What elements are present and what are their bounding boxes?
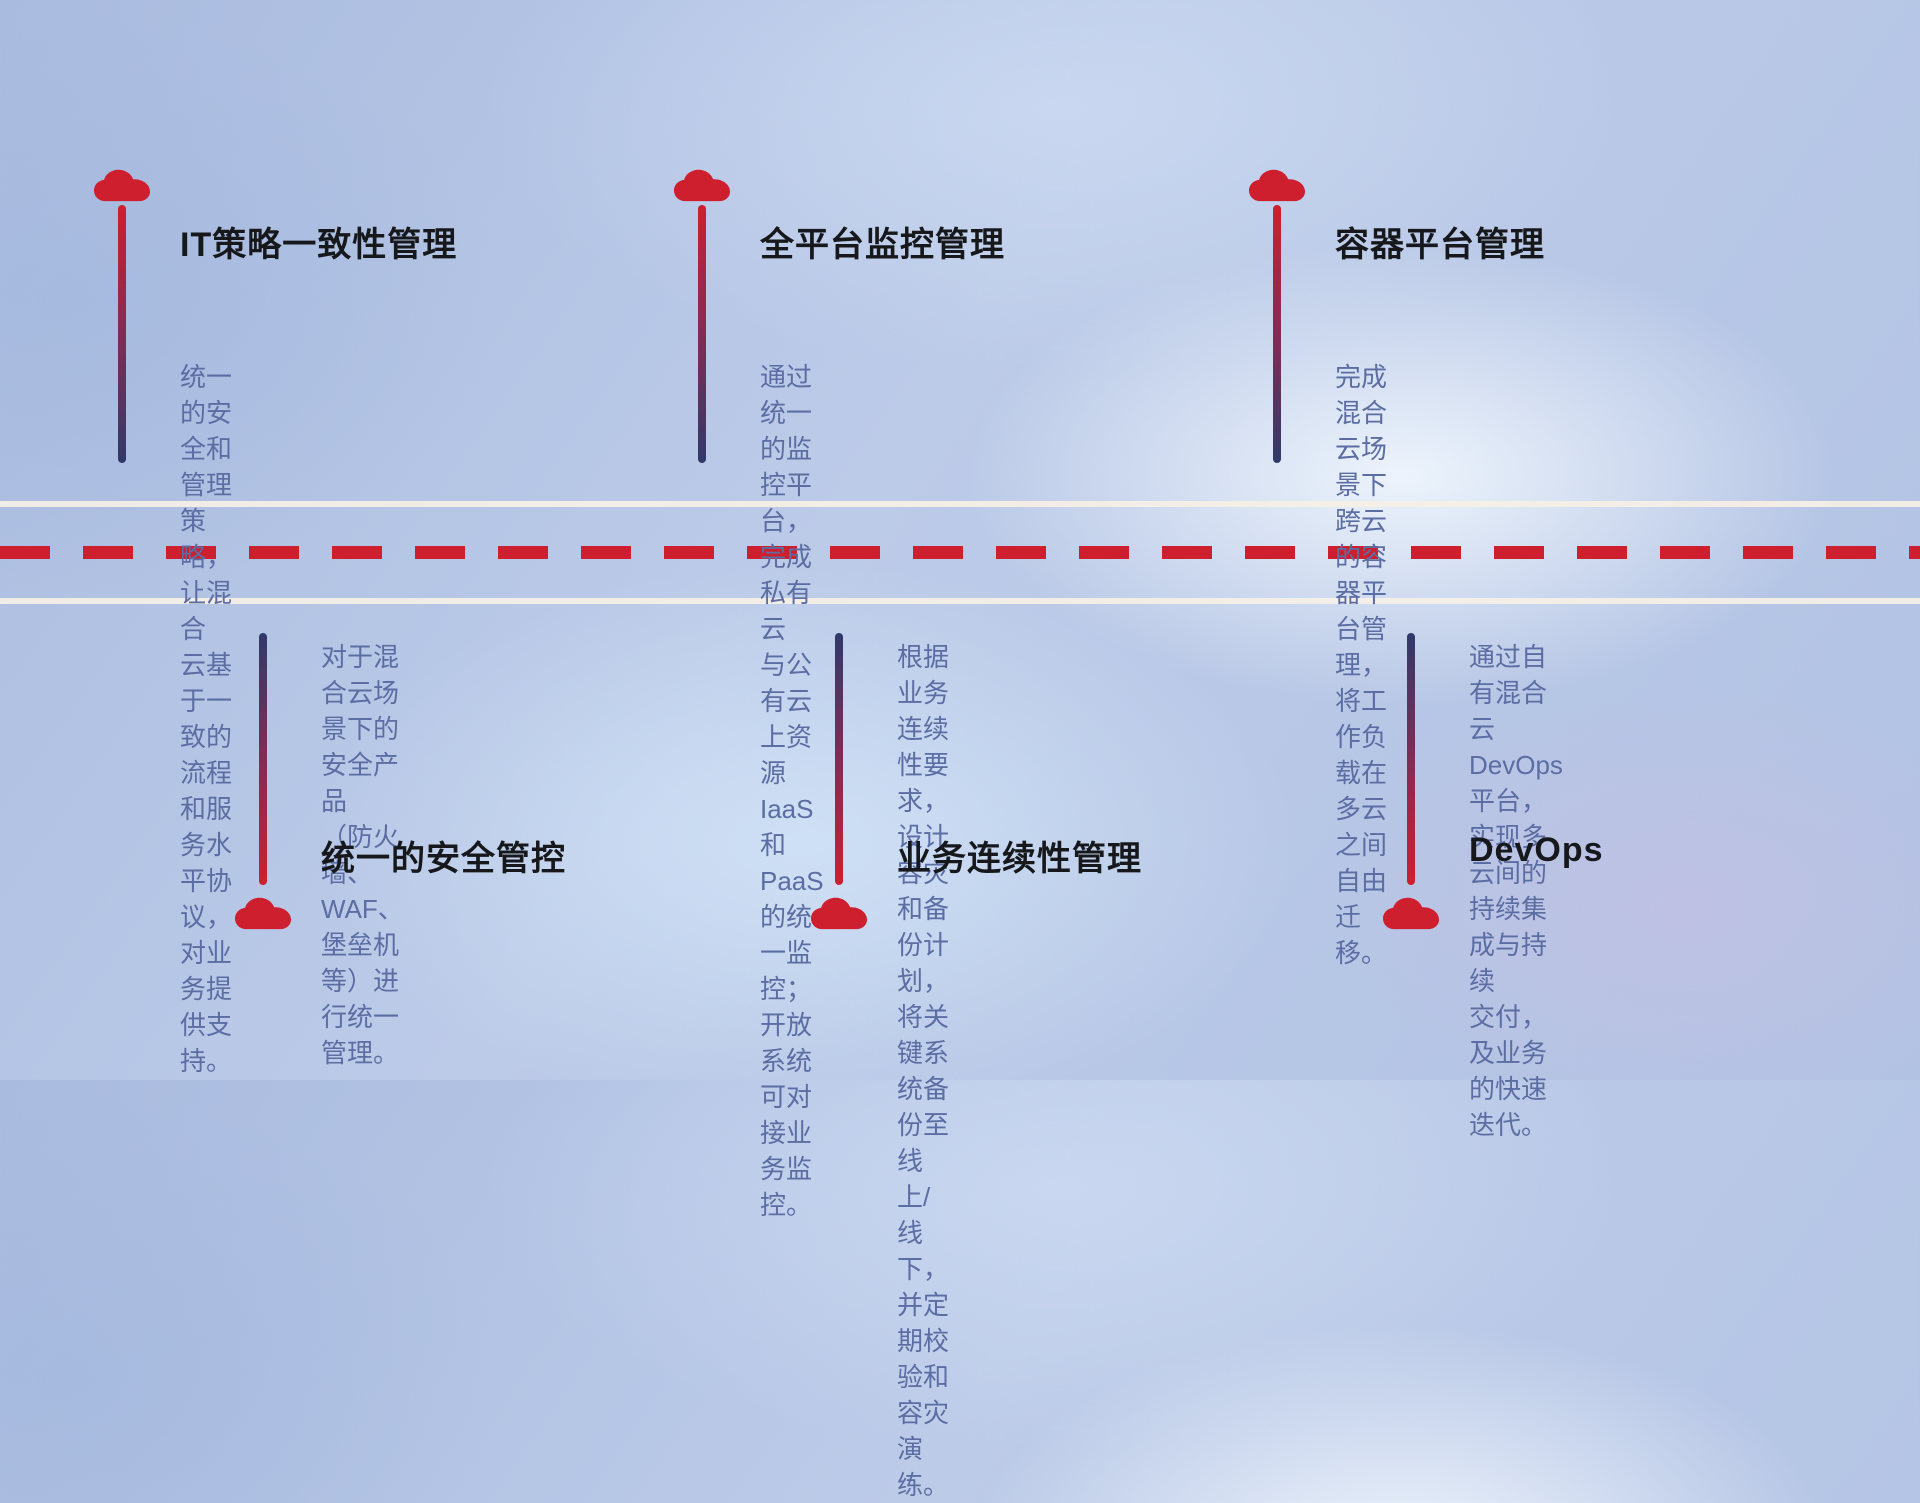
- cloud-icon: [1249, 169, 1305, 203]
- diagram-canvas: IT策略一致性管理 统一的安全和管理策略，让混合 云基于一致的流程和服务水平协 …: [0, 169, 1920, 1500]
- item-title: 统一的安全管控: [321, 840, 566, 878]
- item-title: IT策略一致性管理: [180, 226, 458, 264]
- cloud-icon: [811, 897, 867, 931]
- item-title: 业务连续性管理: [897, 840, 1142, 878]
- cloud-icon: [674, 169, 730, 203]
- cloud-icon: [1383, 897, 1439, 931]
- item-description: 统一的安全和管理策略，让混合 云基于一致的流程和服务水平协 议，对业务提供支持。: [180, 362, 233, 1076]
- item-description: 根据业务连续性要求，设计容灾 和备份计划，将关键系统备份至 线上/线下，并定期校…: [897, 642, 950, 1500]
- item-description: 完成混合云场景下跨云的容器平 台管理，将工作负载在多云之间 自由迁移。: [1335, 362, 1388, 968]
- road-line-bottom: [0, 598, 1920, 604]
- connector-line: [698, 205, 706, 463]
- connector-line: [1273, 205, 1281, 463]
- item-title: 容器平台管理: [1335, 226, 1545, 264]
- cloud-icon: [235, 897, 291, 931]
- connector-line: [259, 633, 267, 885]
- item-description: 通过统一的监控平台，完成私有云 与公有云上资源IaaS和PaaS的统 一监控；开…: [760, 362, 824, 1220]
- item-description: 对于混合云场景下的安全产品 （防火墙、WAF、堡垒机等）进 行统一管理。: [321, 642, 404, 1068]
- connector-line: [835, 633, 843, 885]
- road-dashed-centerline: [0, 546, 1920, 559]
- connector-line: [118, 205, 126, 463]
- cloud-icon: [94, 169, 150, 203]
- item-title: 全平台监控管理: [760, 226, 1005, 264]
- item-title: DevOps: [1469, 831, 1604, 869]
- connector-line: [1407, 633, 1415, 885]
- road-line-top: [0, 501, 1920, 507]
- item-description: 通过自有混合云DevOps平台， 实现多云间的持续集成与持续 交付，及业务的快速…: [1469, 642, 1563, 1140]
